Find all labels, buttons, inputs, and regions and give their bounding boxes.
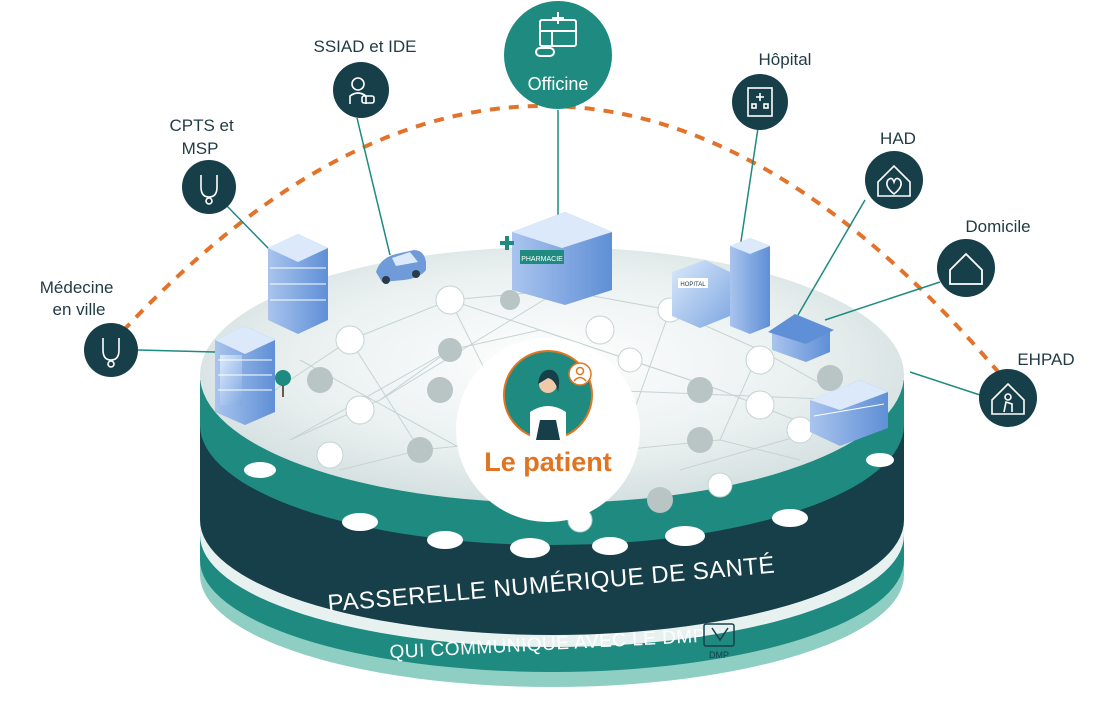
patient-figure-icon: [530, 369, 566, 440]
node-cpts[interactable]: CPTS et MSP: [170, 116, 239, 214]
dmp-logo-text: DMP: [709, 650, 729, 660]
pharmacy-icon: [535, 12, 577, 57]
node-ehpad[interactable]: EHPAD: [979, 350, 1075, 427]
node-ssiad[interactable]: SSIAD et IDE: [314, 37, 417, 118]
node-cpts-label: CPTS et MSP: [170, 116, 239, 158]
hospital-sign: HOPITAL: [680, 282, 706, 288]
home-health-icon: [877, 164, 911, 197]
node-officine-label: Officine: [528, 74, 589, 94]
node-domicile-label: Domicile: [965, 217, 1030, 236]
patient-label: Le patient: [484, 447, 612, 477]
node-domicile[interactable]: Domicile: [937, 217, 1031, 297]
rim-icon-bubbles: [244, 453, 894, 558]
nurse-icon: [349, 77, 375, 104]
building-ehpad: [810, 380, 888, 446]
house-icon: [949, 252, 983, 285]
node-medecine-label: Médecine en ville: [40, 278, 118, 319]
building-pharmacy: PHARMACIE: [500, 212, 612, 305]
node-medecine[interactable]: Médecine en ville: [40, 278, 138, 377]
node-hopital[interactable]: Hôpital: [732, 50, 811, 130]
connector-lines: [137, 110, 981, 396]
connection-arc: [108, 103, 1007, 382]
dmp-logo: DMP: [703, 623, 735, 660]
node-hopital-label: Hôpital: [759, 50, 812, 69]
hospital-icon: [747, 87, 773, 117]
user-badge-icon: [568, 362, 592, 386]
car: [376, 250, 426, 284]
elderly-home-icon: [991, 382, 1025, 415]
node-officine[interactable]: Officine: [504, 1, 612, 109]
building-medecine: [215, 326, 291, 425]
stethoscope-icon: [200, 175, 218, 205]
building-cpts: [268, 234, 328, 334]
node-had[interactable]: HAD: [865, 129, 923, 209]
patient-center: Le patient: [456, 338, 640, 522]
node-ehpad-label: EHPAD: [1017, 350, 1074, 369]
node-ssiad-label: SSIAD et IDE: [314, 37, 417, 56]
house-domicile: [768, 314, 834, 362]
pharmacy-sign: PHARMACIE: [521, 256, 563, 263]
stethoscope-icon: [102, 338, 120, 368]
node-had-label: HAD: [880, 129, 916, 148]
building-hospital: HOPITAL: [672, 238, 770, 334]
